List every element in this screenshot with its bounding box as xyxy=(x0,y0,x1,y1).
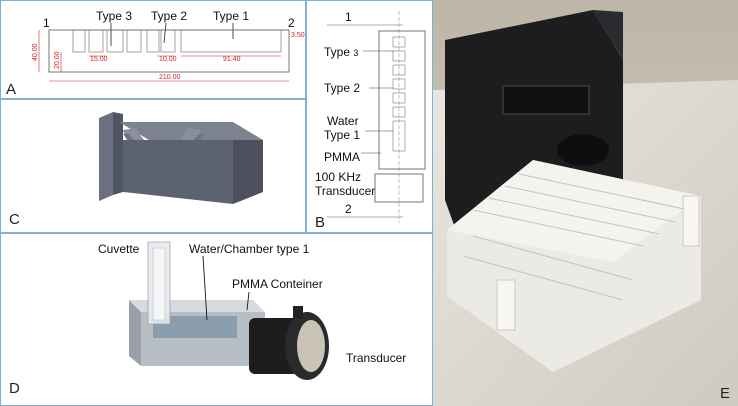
panel-b-schematic: 1 Type 3 Type 2 Water Type 1 PMMA 100 KH… xyxy=(315,10,426,231)
panel-a: 1 2 Type 3 Type 2 Type 1 40.00 20.00 15.… xyxy=(0,0,306,99)
panel-letter-a: A xyxy=(6,81,16,98)
label-type1: Type 1 xyxy=(324,128,360,142)
container-photo-top xyxy=(447,160,701,262)
dim-height: 40.00 xyxy=(32,43,39,61)
label-transducer-1: 100 KHz xyxy=(315,170,361,184)
model-side xyxy=(233,140,263,204)
panel-c: C xyxy=(0,99,306,233)
leader-type2 xyxy=(163,22,167,44)
label-transducer: Transducer xyxy=(346,351,406,365)
chamber-slot xyxy=(88,29,104,53)
panel-e: E xyxy=(433,0,738,406)
chamber-slot xyxy=(106,29,124,53)
pmma-outline xyxy=(378,30,426,170)
panel-c-model: C xyxy=(9,112,263,228)
panel-letter-e: E xyxy=(720,385,730,402)
chamber-slot xyxy=(126,29,142,53)
transducer-photo xyxy=(557,134,609,166)
dim-inner: 20.00 xyxy=(54,51,61,69)
label-water: Water xyxy=(327,114,359,128)
label-pmma-container: PMMA Conteiner xyxy=(232,277,323,291)
chamber-label-type3: Type 3 xyxy=(96,9,132,23)
label-type3: Type 3 xyxy=(324,45,358,59)
transducer-connector xyxy=(293,306,303,318)
leader-d-water xyxy=(202,255,208,321)
instrument-top xyxy=(593,10,623,60)
leader-d-pmma xyxy=(246,291,250,311)
panel-d-render: Cuvette Water/Chamber type 1 PMMA Contei… xyxy=(9,241,406,397)
water-channel xyxy=(153,316,237,338)
instrument-slot xyxy=(502,85,590,115)
marker-1: 1 xyxy=(345,10,352,24)
chamber-label-type1: Type 1 xyxy=(213,9,249,23)
panel-letter-d: D xyxy=(9,380,20,397)
chamber-label-type2: Type 2 xyxy=(151,9,187,23)
transducer-face xyxy=(297,320,325,372)
dim-t2: 10.00 xyxy=(159,56,177,63)
end-marker-2: 2 xyxy=(288,16,295,30)
label-pmma: PMMA xyxy=(324,150,360,164)
panel-letter-c: C xyxy=(9,211,20,228)
chamber-slot xyxy=(72,29,86,53)
marker-2: 2 xyxy=(345,202,352,216)
panel-e-photo: E xyxy=(433,0,738,406)
cuvette-inner xyxy=(152,247,166,321)
chamber-slot xyxy=(180,29,282,53)
dim-right: 3.50 xyxy=(291,32,305,39)
model-flange xyxy=(99,112,113,201)
transducer-box xyxy=(374,173,424,203)
chamber-rect xyxy=(392,78,406,90)
panel-b: 1 Type 3 Type 2 Water Type 1 PMMA 100 KH… xyxy=(306,0,433,233)
chamber-rect xyxy=(392,120,406,152)
chamber-slot xyxy=(146,29,160,53)
dim-t1: 91.40 xyxy=(223,56,241,63)
label-cuvette: Cuvette xyxy=(98,242,140,256)
dim-t3: 15.00 xyxy=(90,56,108,63)
model-flange-edge xyxy=(113,112,123,195)
label-type2: Type 2 xyxy=(324,81,360,95)
label-transducer-2: Transducer xyxy=(315,184,375,198)
container-left xyxy=(129,300,141,366)
container-post xyxy=(496,279,516,331)
panel-a-drawing: 1 2 Type 3 Type 2 Type 1 40.00 20.00 15.… xyxy=(6,9,305,98)
model-front xyxy=(123,140,233,204)
panel-letter-b: B xyxy=(315,214,325,231)
chamber-rect xyxy=(392,64,406,76)
label-water-chamber: Water/Chamber type 1 xyxy=(189,242,310,256)
panel-d: Cuvette Water/Chamber type 1 PMMA Contei… xyxy=(0,233,433,406)
chamber-rect xyxy=(392,92,406,104)
end-marker-1: 1 xyxy=(43,16,50,30)
dim-total: 210.00 xyxy=(159,74,181,81)
chamber-slot xyxy=(160,29,176,53)
chamber-rect xyxy=(392,50,406,62)
container-post xyxy=(682,195,700,247)
chamber-rect xyxy=(392,36,406,48)
container-ribs xyxy=(462,173,690,301)
chamber-rect xyxy=(392,106,406,118)
